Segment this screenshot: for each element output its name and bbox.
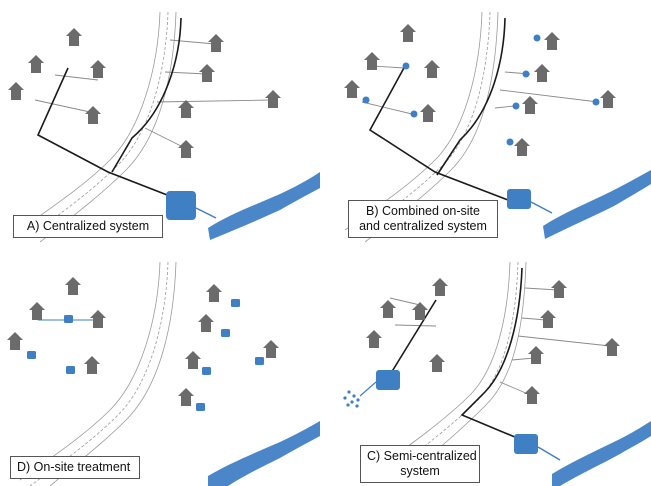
house-icon: [540, 310, 556, 328]
septic-tank-icon: [362, 96, 370, 104]
house-icon: [344, 80, 360, 98]
house-icon: [199, 64, 215, 82]
house-icon: [90, 310, 106, 328]
house-icon: [90, 60, 106, 78]
lateral-lines-a: [34, 39, 271, 149]
house-icon: [85, 106, 101, 124]
house-icon: [65, 277, 81, 295]
road-a: [19, 11, 177, 243]
caption-b: B) Combined on-site and centralized syst…: [348, 200, 498, 238]
house-icon: [420, 104, 436, 122]
caption-c: C) Semi-centralized system: [360, 445, 480, 483]
house-icon: [185, 351, 201, 369]
septic-tank-icon: [410, 110, 418, 118]
house-icon: [544, 32, 560, 50]
septic-tank-icon: [533, 34, 541, 42]
house-icon: [528, 346, 544, 364]
lateral-lines-c: [389, 287, 611, 395]
river-c: [552, 421, 651, 486]
outfall-a: [195, 207, 217, 219]
sewer-network-c: [387, 267, 523, 441]
sewer-network-a: [36, 17, 182, 201]
lateral-lines-b: [361, 65, 599, 115]
houses-d: [7, 277, 279, 406]
house-icon: [366, 330, 382, 348]
caption-d: D) On-site treatment: [10, 456, 140, 479]
panel-d-onsite: [7, 261, 320, 486]
house-icon: [178, 388, 194, 406]
house-icon: [380, 300, 396, 318]
house-icon: [265, 90, 281, 108]
house-icon: [534, 64, 550, 82]
septic-tank-icon: [255, 357, 264, 365]
river-d: [208, 421, 320, 486]
caption-a: A) Centralized system: [13, 215, 163, 238]
house-icon: [29, 302, 45, 320]
sewer-network-b: [368, 17, 509, 201]
house-icon: [400, 24, 416, 42]
treatment-plant-icon: [166, 191, 196, 220]
house-icon: [7, 332, 23, 350]
house-icon: [84, 356, 100, 374]
caption-d-text: D) On-site treatment: [17, 460, 131, 474]
septic-tank-icon: [522, 70, 530, 78]
road-d: [19, 261, 177, 486]
caption-b-line1: B) Combined on-site: [366, 204, 480, 218]
effluent-dots-c: [343, 390, 360, 408]
caption-a-text: A) Centralized system: [26, 219, 150, 233]
septic-tank-icon: [512, 102, 520, 110]
septic-tank-icon: [506, 138, 514, 146]
house-icon: [178, 140, 194, 158]
septic-tank-icon: [27, 351, 36, 359]
septic-tank-icon: [592, 98, 600, 106]
houses-c: [366, 278, 620, 404]
house-icon: [524, 386, 540, 404]
treatment-plant-icon: [507, 189, 531, 209]
house-icon: [206, 284, 222, 302]
outfall-c: [537, 446, 561, 461]
septic-tank-icon: [221, 329, 230, 337]
house-icon: [263, 340, 279, 358]
house-icon: [364, 52, 380, 70]
house-icon: [198, 314, 214, 332]
treatment-plant-icon: [376, 370, 400, 390]
house-icon: [604, 338, 620, 356]
house-icon: [178, 100, 194, 118]
septic-tank-icon: [64, 315, 73, 323]
treatment-plant-icon: [514, 434, 538, 454]
caption-b-line2: and centralized system: [359, 219, 487, 233]
effluent-line-c: [359, 381, 377, 397]
river-a: [208, 172, 320, 240]
caption-c-line1: C) Semi-centralized: [367, 449, 477, 463]
septic-tank-icon: [402, 62, 410, 70]
caption-c-line2: system: [400, 464, 440, 478]
septic-tank-icon: [66, 366, 75, 374]
house-icon: [514, 138, 530, 156]
septic-tanks-d: [27, 299, 264, 411]
house-icon: [432, 278, 448, 296]
house-icon: [522, 96, 538, 114]
septic-tank-icon: [202, 367, 211, 375]
river-b: [543, 170, 651, 239]
outfall-b: [530, 201, 553, 214]
house-icon: [600, 90, 616, 108]
house-icon: [66, 28, 82, 46]
house-icon: [424, 60, 440, 78]
house-icon: [28, 55, 44, 73]
house-icon: [429, 354, 445, 372]
house-icon: [551, 280, 567, 298]
house-icon: [208, 34, 224, 52]
houses-a: [8, 28, 281, 158]
panel-a-centralized: [8, 11, 320, 243]
septic-tanks-b: [362, 34, 600, 146]
septic-tank-icon: [231, 299, 240, 307]
house-icon: [8, 82, 24, 100]
septic-tank-icon: [196, 403, 205, 411]
